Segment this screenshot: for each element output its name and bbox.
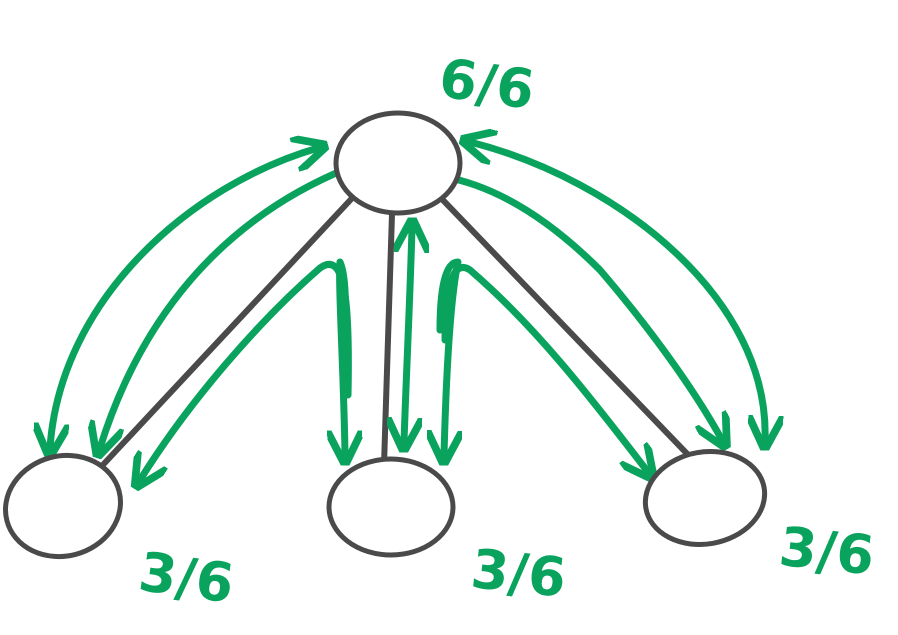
node-label-bottom-left: 3/6: [135, 540, 238, 616]
node-bottom-left: [3, 452, 123, 560]
node-label-top: 6/6: [435, 46, 538, 122]
flow-arrow-top-bottom-middle-vertical: [404, 228, 412, 442]
flow-arrow-top-bottom-left-inner: [100, 164, 352, 448]
flow-arrow-hook-bottom-middle-left: [340, 258, 346, 455]
node-bottom-right: [642, 449, 768, 547]
node-label-bottom-middle: 3/6: [468, 537, 569, 610]
edge-top-to-bottom-left: [97, 192, 358, 471]
flow-arrow-top-bottom-left-outer: [50, 148, 318, 448]
node-label-bottom-right: 3/6: [776, 515, 877, 588]
node-top: [333, 110, 463, 216]
edge-top-to-bottom-middle: [381, 211, 395, 468]
flow-arrow-top-bottom-right-outer: [470, 142, 765, 440]
flow-arrow-hook-bottom-right: [441, 264, 648, 472]
flow-arrow-hook-bottom-left: [140, 260, 352, 480]
node-bottom-middle: [326, 456, 456, 558]
